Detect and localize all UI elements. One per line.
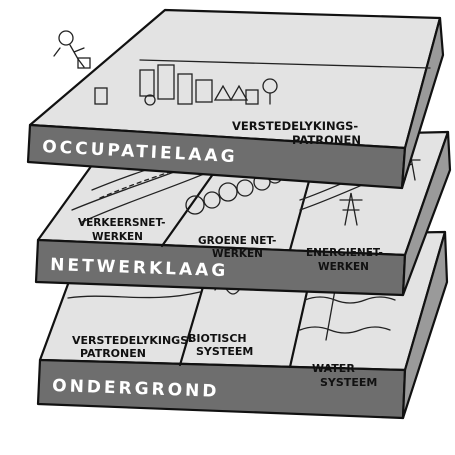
label-line: PATRONEN: [80, 347, 146, 360]
label-line: SYSTEEM: [320, 376, 377, 389]
section-label-biotisch: BIOTISCH SYSTEEM: [188, 332, 253, 358]
label-line: BIOTISCH: [188, 332, 247, 345]
label-line: SYSTEEM: [196, 345, 253, 358]
label-line: WATER-: [312, 362, 359, 375]
label-line: PATRONEN: [292, 133, 361, 147]
layer-occupatielaag: VERSTEDELYKINGS- PATRONEN OCCUPATIELAAG: [28, 10, 443, 188]
figure-icon: [54, 31, 90, 68]
label-line: ENERGIENET-: [306, 247, 383, 259]
label-line: VERSTEDELYKINGS-: [232, 119, 358, 133]
label-line: WERKEN: [212, 248, 263, 260]
label-line: WERKEN: [92, 231, 143, 243]
label-line: VERSTEDELYKINGS-: [72, 334, 193, 347]
label-line: GROENE NET-: [198, 235, 276, 247]
label-line: VERKEERSNET-: [78, 217, 165, 229]
label-line: WERKEN: [318, 261, 369, 273]
